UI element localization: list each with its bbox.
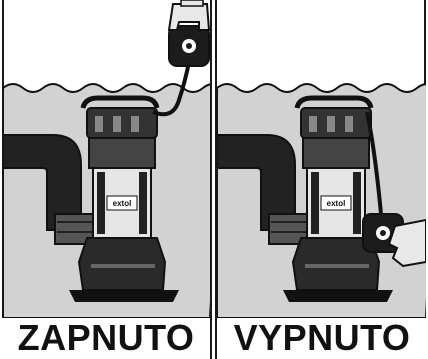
- hand-icon: [389, 220, 426, 266]
- panel-on: extol: [3, 0, 210, 318]
- pump-brand-label: extol: [327, 199, 346, 208]
- pump-brand-label: extol: [113, 199, 132, 208]
- caption-on: ZAPNUTO: [8, 316, 204, 359]
- scene-on: extol: [3, 0, 210, 318]
- caption-off: VYPNUTO: [219, 316, 425, 359]
- panel-off: extol: [217, 0, 426, 318]
- float-switch-icon: [169, 26, 209, 66]
- scene-off: extol: [217, 0, 426, 318]
- frame-divider-left: [210, 0, 212, 359]
